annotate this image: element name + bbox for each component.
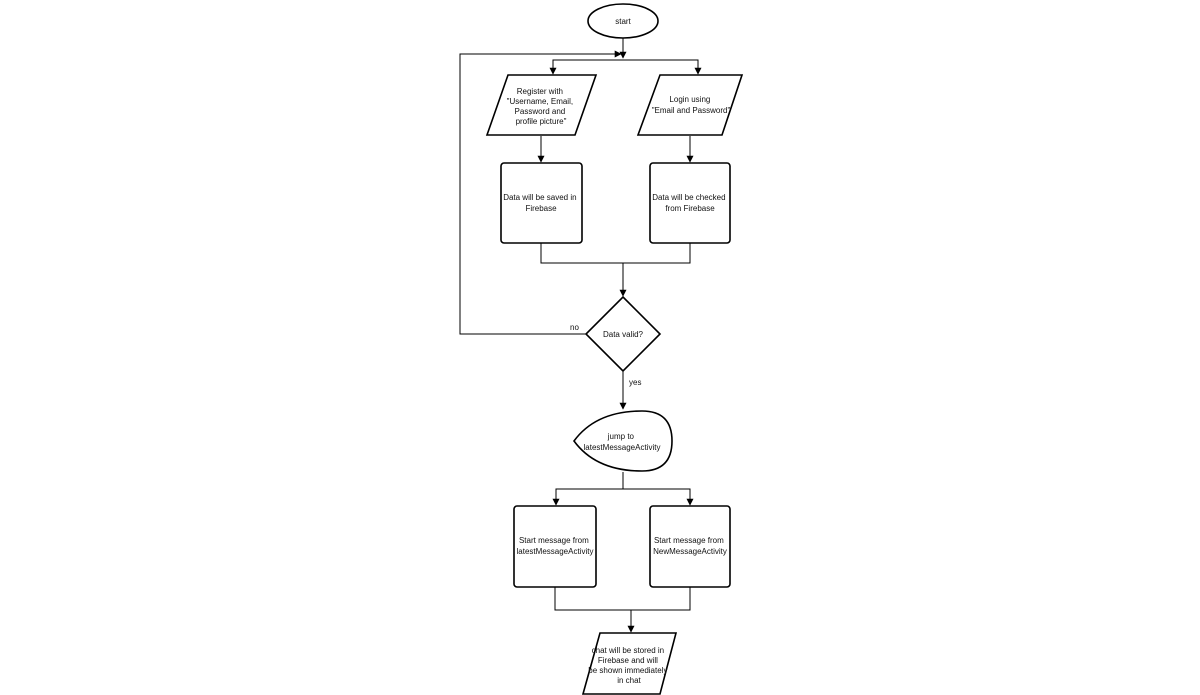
saved-node: Data will be saved in Firebase	[500, 162, 583, 244]
stored-label-line: in chat	[617, 676, 641, 685]
login-label-line: Login using	[669, 95, 710, 104]
login-label-line: "Email and Password"	[652, 106, 731, 115]
jump-label-line: latestMessageActivity	[584, 443, 661, 452]
register-node: Register with "Username, Email, Password…	[485, 74, 598, 136]
start-latest-label-line: Start message from	[519, 536, 589, 545]
register-label-line: Password and	[515, 107, 566, 116]
stored-label: chat will be stored in Firebase and will…	[588, 646, 669, 685]
no-loop-connector	[459, 50, 622, 335]
checked-label: Data will be checked from Firebase	[652, 193, 728, 213]
jump-label-line: jump to	[607, 432, 635, 441]
jump-split-right-connector	[623, 488, 694, 506]
stored-node: chat will be stored in Firebase and will…	[581, 632, 678, 695]
login-label: Login using "Email and Password"	[652, 95, 731, 115]
jump-split-connector	[552, 472, 624, 506]
stored-label-line: chat will be stored in	[592, 646, 664, 655]
messages-merge-connector	[554, 587, 691, 611]
register-label-line: "Username, Email,	[507, 97, 573, 106]
start-label: start	[615, 17, 631, 26]
start-new-label-line: NewMessageActivity	[653, 547, 727, 556]
connectors	[459, 38, 702, 633]
saved-label-line: Firebase	[525, 204, 557, 213]
start-new-label: Start message from NewMessageActivity	[653, 536, 727, 556]
checked-label-line: from Firebase	[665, 204, 715, 213]
start-new-label-line: Start message from	[654, 536, 724, 545]
checked-node: Data will be checked from Firebase	[649, 162, 731, 244]
register-label: Register with "Username, Email, Password…	[507, 87, 576, 126]
stored-label-line: Firebase and will	[598, 656, 658, 665]
no-label: no	[570, 323, 579, 332]
start-latest-label: Start message from latestMessageActivity	[517, 536, 594, 556]
start-latest-node: Start message from latestMessageActivity	[513, 505, 597, 588]
start-latest-label-line: latestMessageActivity	[517, 547, 594, 556]
login-node: Login using "Email and Password"	[636, 74, 744, 136]
saved-merge-connector	[540, 243, 691, 264]
jump-node: jump to latestMessageActivity	[573, 410, 673, 472]
saved-label: Data will be saved in Firebase	[503, 193, 579, 213]
split-to-register-connector	[549, 59, 623, 75]
start-new-node: Start message from NewMessageActivity	[649, 505, 731, 588]
decision-node: Data valid?	[584, 295, 662, 373]
split-to-login-connector	[623, 59, 702, 75]
register-label-line: Register with	[517, 87, 563, 96]
start-node: start	[587, 3, 659, 39]
register-label-line: profile picture"	[516, 117, 567, 126]
stored-label-line: be shown immediately	[588, 666, 667, 675]
jump-label: jump to latestMessageActivity	[584, 432, 661, 452]
saved-label-line: Data will be saved in	[503, 193, 576, 202]
checked-label-line: Data will be checked	[652, 193, 725, 202]
yes-label: yes	[629, 378, 641, 387]
decision-label: Data valid?	[603, 330, 644, 339]
